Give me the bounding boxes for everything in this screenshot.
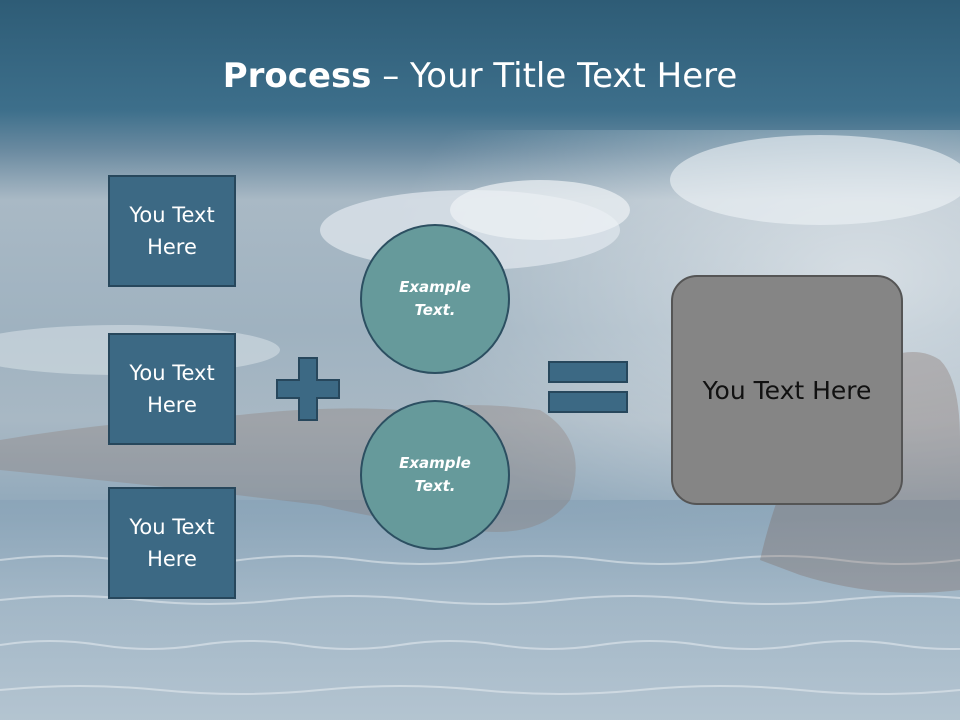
- text-box-3: You Text Here: [108, 487, 236, 599]
- example-circle-1: Example Text.: [360, 224, 510, 374]
- text-box-2: You Text Here: [108, 333, 236, 445]
- example-circle-2: Example Text.: [360, 400, 510, 550]
- result-box: You Text Here: [671, 275, 903, 505]
- equals-icon: [548, 361, 628, 413]
- title-rest: – Your Title Text Here: [371, 56, 738, 96]
- slide-title: Process – Your Title Text Here: [0, 54, 960, 98]
- title-bold: Process: [222, 56, 372, 96]
- plus-icon: [276, 357, 340, 421]
- text-box-1: You Text Here: [108, 175, 236, 287]
